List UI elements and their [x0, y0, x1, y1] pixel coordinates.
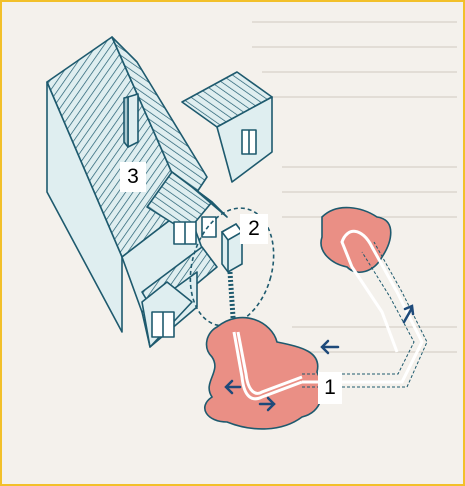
house — [46, 36, 273, 348]
ground-loop-area — [204, 316, 323, 430]
label-heat-pump: 2 — [240, 214, 268, 244]
background-text-texture — [252, 21, 457, 353]
heat-pump-unit — [220, 222, 244, 274]
ground-loop-pipe — [232, 229, 424, 401]
flow-arrow-icon — [224, 304, 415, 412]
label-heat-source-field: 1 — [318, 372, 342, 404]
label-house: 3 — [120, 162, 146, 192]
heat-pump-highlight — [189, 207, 275, 327]
